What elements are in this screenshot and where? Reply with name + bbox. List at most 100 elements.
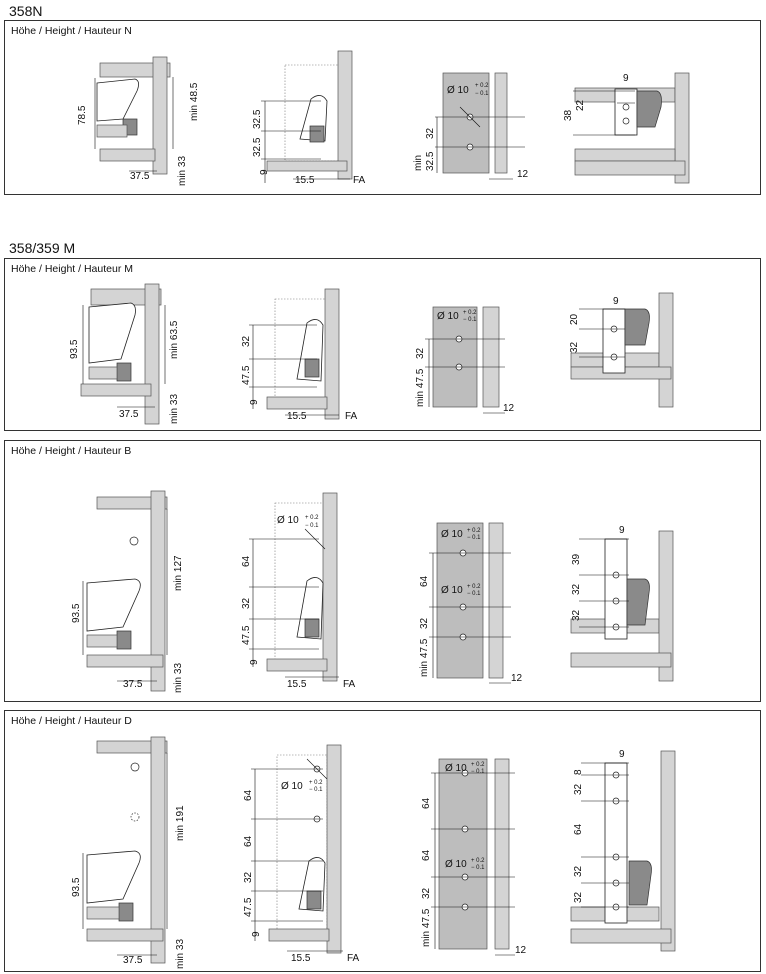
dim-min-top: min 63.5	[169, 320, 180, 359]
dim-thickness: 12	[515, 945, 527, 956]
dim-front-upper: 32.5	[252, 109, 263, 129]
dim-front-top: 64	[243, 789, 254, 801]
dim-min-bottom: min 33	[175, 939, 186, 969]
dim-min-top: min 127	[173, 555, 184, 591]
bore-diameter: Ø 10	[281, 781, 303, 792]
dim-rear-upper: 20	[569, 313, 580, 325]
bore-tol-plus-2: + 0.2	[467, 584, 481, 590]
dim-front-mid: 64	[243, 835, 254, 847]
dim-side-height: 93.5	[69, 339, 80, 359]
dim-front-lower: 47.5	[241, 625, 252, 645]
dim-side-height: 93.5	[71, 877, 82, 897]
panel-label: Höhe / Height / Hauteur N	[11, 25, 132, 37]
drawing-height-d: 93.5 min 191 min 33 37.5 Ø 10 + 0.2 − 0.…	[71, 736, 676, 969]
bore-tol-plus: + 0.2	[305, 515, 319, 521]
drawing-height-n: 78.5 min 48.5 min 33 37.5 32.5 32.5 9 15…	[77, 50, 690, 186]
dim-rear-top: 8	[573, 769, 584, 775]
dim-bore-min: min	[413, 155, 424, 171]
bore-tol-plus: + 0.2	[463, 310, 477, 316]
dim-fa: FA	[345, 411, 358, 422]
bore-diameter: Ø 10	[277, 515, 299, 526]
dim-bore-spacing: 32	[419, 617, 430, 629]
dim-bore-top: 64	[421, 797, 432, 809]
side-view: 93.5 min 127 min 33 37.5	[71, 490, 184, 693]
dim-side-height: 78.5	[77, 105, 88, 125]
dim-fa: FA	[353, 175, 366, 186]
dim-fa: FA	[347, 953, 360, 964]
bore-diameter-1: Ø 10	[441, 529, 463, 540]
dim-rear-width: 9	[619, 525, 625, 536]
dim-rear-upper: 22	[575, 99, 586, 111]
dim-bore-spacing: 32	[415, 347, 426, 359]
dim-fa: FA	[343, 679, 356, 690]
panel-label: Höhe / Height / Hauteur D	[11, 715, 132, 727]
dim-front-top: 64	[241, 555, 252, 567]
bore-diameter: Ø 10	[437, 311, 459, 322]
front-view: Ø 10 + 0.2 − 0.1 64 32 47.5 9 15.5 FA	[241, 492, 356, 690]
bore-tol-plus-1: + 0.2	[467, 528, 481, 534]
bore-tol-plus-2: + 0.2	[471, 858, 485, 864]
dim-thickness: 12	[517, 169, 529, 180]
dim-bore-top: 64	[419, 575, 430, 587]
dim-bore-base: min 47.5	[415, 368, 426, 407]
bore-diameter-1: Ø 10	[445, 763, 467, 774]
rear-view: 9 38 22	[563, 72, 690, 184]
side-view: 93.5 min 191 min 33 37.5	[71, 736, 186, 969]
dim-rear-total: 38	[563, 109, 574, 121]
dim-min-bottom: min 33	[173, 663, 184, 693]
dim-front-width: 15.5	[295, 175, 315, 186]
dim-front-lower: 47.5	[241, 365, 252, 385]
dim-front-base: 9	[259, 169, 270, 175]
dim-bore-mid: 64	[421, 849, 432, 861]
dim-rear-b: 64	[573, 823, 584, 835]
dim-front-base: 9	[251, 931, 262, 937]
bore-tol-minus: − 0.1	[463, 317, 477, 323]
dim-setback: 37.5	[130, 171, 150, 182]
dim-rear-width: 9	[619, 749, 625, 760]
dim-bore-base: min 47.5	[421, 908, 432, 947]
dim-side-height: 93.5	[71, 603, 82, 623]
bore-tol-minus-2: − 0.1	[467, 591, 481, 597]
dim-rear-lower: 32	[569, 341, 580, 353]
dim-bore-spacing: 32	[421, 887, 432, 899]
front-view: Ø 10 + 0.2 − 0.1 64 64 32 47.5 9 15.5 FA	[243, 744, 360, 964]
side-view: 93.5 min 63.5 min 33 37.5	[69, 283, 180, 425]
rear-view: 9 39 32 32	[570, 525, 674, 682]
dim-front-upper: 32	[241, 597, 252, 609]
dim-thickness: 12	[511, 673, 523, 684]
dim-rear-width: 9	[623, 73, 629, 84]
dim-rear-upper: 39	[571, 553, 582, 565]
drawing-height-m: 93.5 min 63.5 min 33 37.5 32 47.5 9 15.5…	[69, 283, 674, 425]
dim-bore-base: 32.5	[425, 151, 436, 171]
section-title-358n: 358N	[9, 3, 43, 19]
dim-rear-a: 32	[573, 783, 584, 795]
bore-tol-minus: − 0.1	[475, 91, 489, 97]
bore-view: Ø 10 + 0.2 − 0.1 Ø 10 + 0.2 − 0.1 64 64 …	[421, 758, 527, 956]
dim-front-upper: 32	[243, 871, 254, 883]
front-view: 32.5 32.5 9 15.5 FA	[252, 50, 366, 186]
dim-front-width: 15.5	[291, 953, 311, 964]
bore-tol-minus-2: − 0.1	[471, 865, 485, 871]
dim-front-width: 15.5	[287, 411, 307, 422]
section-title-358-359m: 358/359 M	[9, 240, 76, 256]
dim-min-top: min 191	[175, 805, 186, 841]
bore-tol-plus-1: + 0.2	[471, 762, 485, 768]
drawing-height-b: 93.5 min 127 min 33 37.5 Ø 10 + 0.2 − 0.…	[71, 490, 674, 693]
bore-tol-minus-1: − 0.1	[471, 769, 485, 775]
dim-thickness: 12	[503, 403, 515, 414]
bore-view: Ø 10 + 0.2 − 0.1 32 32.5 min 12	[413, 72, 529, 180]
dim-front-lower: 47.5	[243, 897, 254, 917]
bore-view: Ø 10 + 0.2 − 0.1 32 min 47.5 12	[415, 306, 515, 414]
dim-rear-c: 32	[573, 865, 584, 877]
dim-front-base: 9	[249, 399, 260, 405]
dim-min-bottom: min 33	[177, 156, 188, 186]
rear-view: 9 8 32 64 32 32	[570, 749, 676, 952]
dim-setback: 37.5	[123, 955, 143, 966]
dim-front-width: 15.5	[287, 679, 307, 690]
bore-diameter: Ø 10	[447, 85, 469, 96]
dim-front-lower: 32.5	[252, 137, 263, 157]
bore-tol-minus: − 0.1	[309, 787, 323, 793]
panel-label: Höhe / Height / Hauteur M	[11, 263, 133, 275]
panel-height-m: Höhe / Height / Hauteur M 93.5 min 63.5 …	[4, 258, 761, 431]
dim-setback: 37.5	[119, 409, 139, 420]
